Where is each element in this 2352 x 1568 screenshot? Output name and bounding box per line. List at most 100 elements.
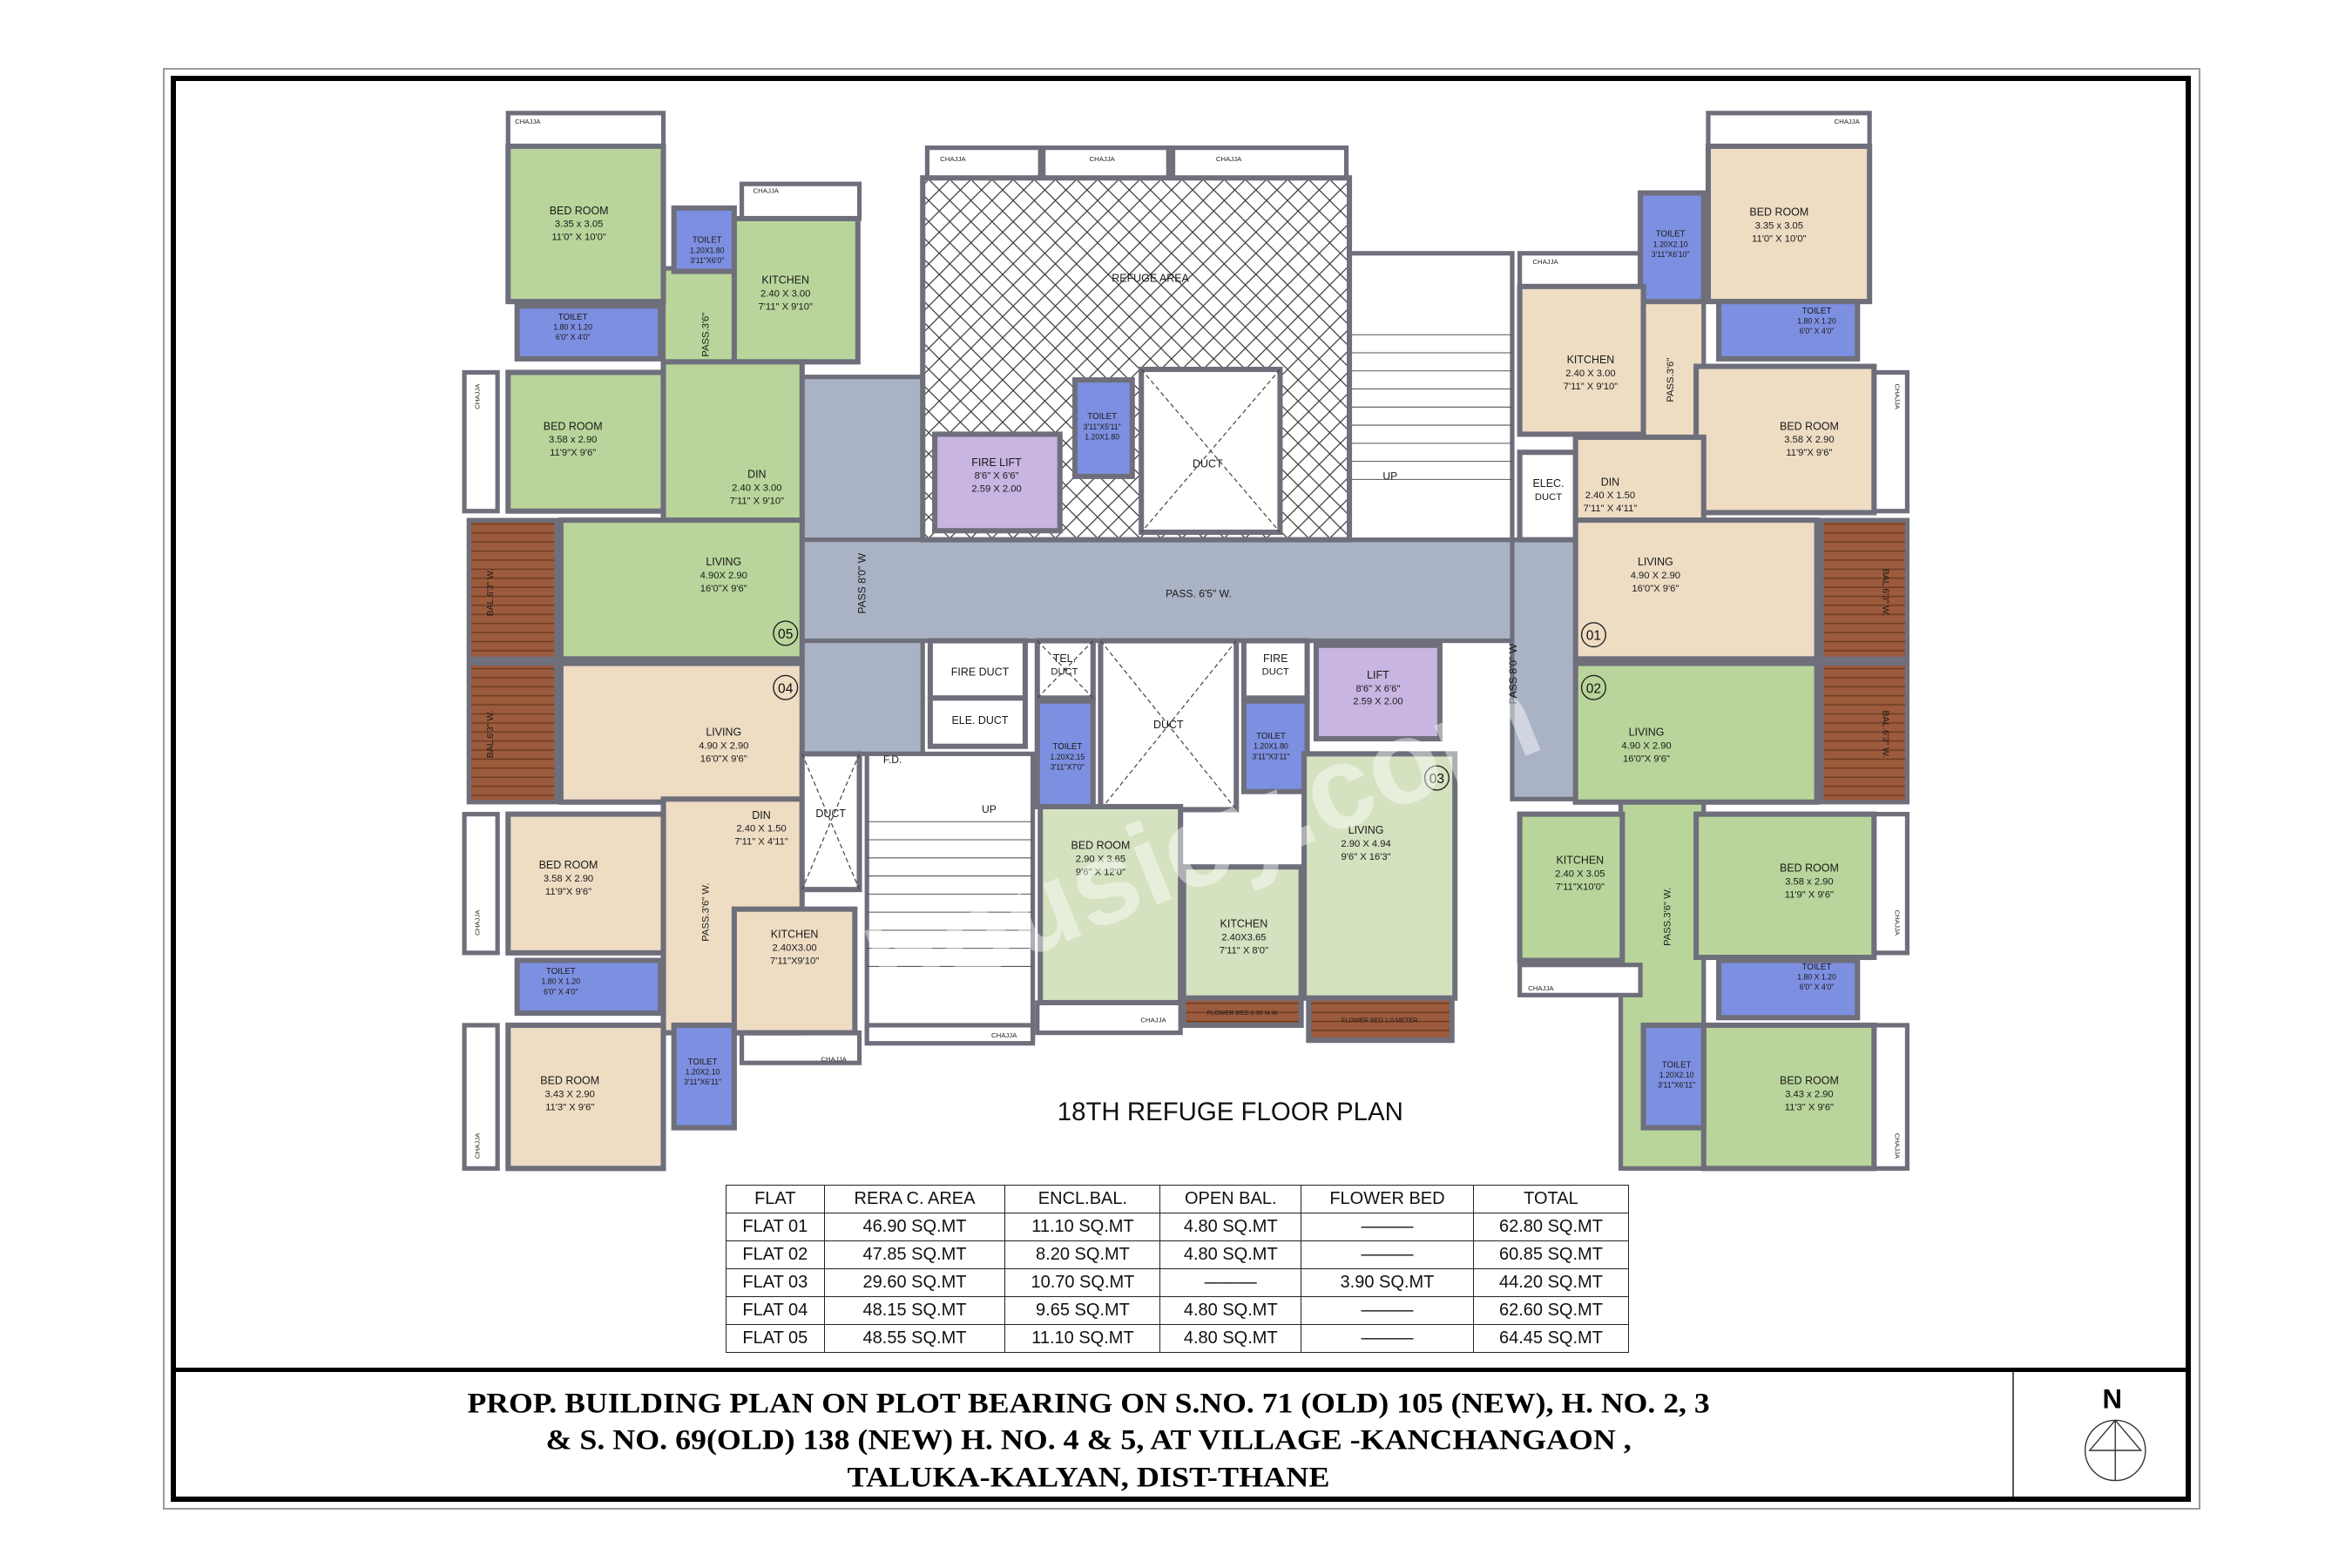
room-dimension: 3.58 X 2.90 [1784,435,1834,445]
chajja [462,1023,500,1171]
chajja-label: CHAJJA [1894,384,1902,410]
plan-label: BAL.6'3" W. [1881,569,1890,617]
bedroom-area [1693,811,1877,961]
room-name: BED ROOM [1780,1074,1839,1086]
room-dimension: 3.43 x 2.90 [1785,1089,1833,1099]
kitchen [1517,811,1625,963]
toilet-area [671,205,737,274]
chajja [1517,963,1643,997]
room-dimension: 4.90X 2.90 [700,571,747,581]
staircase [1347,251,1515,543]
room-name: BED ROOM [1780,862,1839,874]
table-cell: 29.60 SQ.MT [823,1268,1006,1297]
flower-bed-area [1306,995,1455,1044]
chajja-label: CHAJJA [1894,1133,1902,1159]
duct-cross [1099,640,1237,810]
table-cell: 9.65 SQ.MT [1004,1296,1161,1325]
room-name: KITCHEN [761,274,809,286]
room-dimension: 4.90 X 2.90 [699,741,748,752]
header-rera: RERA C. AREA [823,1185,1006,1213]
kitchen [1180,864,1304,1001]
title-line-3: TALUKA-KALYAN, DIST-THANE [848,1463,1330,1494]
fire-duct [1240,638,1310,701]
room-dimension: 1.20X2.10 [686,1068,720,1077]
flat-number: 04 [778,681,794,696]
duct [799,751,862,893]
chajja-label: CHAJJA [1835,118,1861,125]
plan-label: PASS 8'0" W [1507,643,1519,704]
room-name: TOILET [1053,742,1083,752]
header-total: TOTAL [1472,1185,1630,1213]
room-dimension: 6'0" X 4'0" [1800,327,1835,335]
room-dimension: 7'11"X9'10" [770,956,819,966]
room-dimension: 2.40 X 1.50 [736,824,786,835]
plan-label: PASS. 6'5" W. [1166,587,1232,599]
room-name: LIVING [1629,727,1665,739]
chajja [739,1030,862,1065]
room-dimension: 1.80 X 1.20 [1797,973,1836,982]
room-name: KITCHEN [1220,917,1268,929]
plan-label: PASS 8'0" W [855,552,868,613]
plan-label: BAL.6'3" W. [486,569,496,617]
room-name: TOILET [1656,230,1686,240]
room-dimension: 16'0"X 9'6" [1632,584,1679,594]
plan-label: UP [982,803,997,815]
table-cell: 4.80 SQ.MT [1159,1240,1302,1269]
fire-duct [927,638,1028,701]
room-name: FIRE DUCT [951,666,1010,678]
table-cell: FLAT 03 [726,1268,825,1297]
flat-number-badge: 02 [1580,674,1606,700]
room-name: REFUGE AREA [1112,273,1189,285]
fire-duct-area [1240,638,1310,701]
kitchen [731,906,858,1036]
flat-number-badge: 01 [1580,622,1606,648]
fire-lift-area [932,431,1063,534]
north-arrow-icon [2084,1419,2146,1482]
flower-bed-area [1180,995,1304,1028]
room-dimension: DUCT [1051,667,1078,678]
fire-duct-area [927,638,1028,701]
chajja-label: CHAJJA [515,118,541,125]
room-name: TOILET [1662,1060,1692,1070]
room-dimension: 2.40 X 3.00 [732,483,781,494]
toilet-area [514,957,664,1017]
table-cell: 60.85 SQ.MT [1472,1240,1630,1269]
toilet [671,1022,737,1131]
lift [1313,642,1443,742]
room-name: LIVING [1638,556,1673,568]
room-dimension: 3.58 X 2.90 [544,874,593,884]
room-dimension: 1.80 X 1.20 [542,977,581,986]
elec-duct-area [1517,449,1580,543]
toilet [514,303,664,362]
room-dimension: 4.90 X 2.90 [1631,571,1680,581]
table-cell: FLAT 02 [726,1240,825,1269]
room-name: LIFT [1367,669,1389,681]
kitchen-area [731,906,858,1036]
chajja [1871,812,1910,956]
room-dimension: 11'9"X 9'6" [1786,448,1832,458]
table-cell: 4.80 SQ.MT [1159,1324,1302,1353]
room-dimension: 6'0" X 4'0" [556,333,591,341]
duct-cross [1037,640,1094,699]
table-cell: 11.10 SQ.MT [1004,1213,1161,1241]
north-label: N [2103,1384,2123,1415]
room-dimension: 7'11" X 9'10" [1564,382,1619,392]
room-dimension: 11'3" X 9'6" [545,1102,594,1112]
toilet-area [1716,957,1861,1021]
toilet [514,957,664,1017]
room-dimension: DUCT [1535,492,1562,503]
duct-area [799,751,862,893]
chajja-label: CHAJJA [754,187,780,195]
room-name: BED ROOM [540,1074,599,1086]
living [558,517,805,662]
room-name: FLOWER BED 1.0 METER [1342,1016,1417,1024]
room-dimension: 1.20X2.15 [1051,753,1085,761]
room-name: FIRE [1263,652,1288,665]
duct-cross [801,754,861,890]
room-dimension: 3'11"X3'11" [1252,752,1289,760]
living-area [1572,517,1820,662]
room-dimension: 3.43 X 2.90 [545,1089,595,1099]
room-dimension: 8'6" X 6'6" [1355,684,1400,694]
bedroom-area [1037,803,1184,1005]
room-name: TOILET [1802,307,1832,316]
